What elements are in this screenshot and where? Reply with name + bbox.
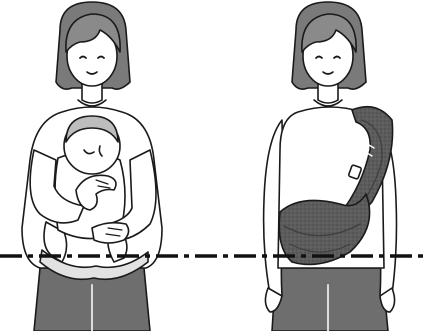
woman-with-sling xyxy=(264,2,397,331)
lower-hand xyxy=(92,223,129,243)
woman-holding-baby xyxy=(22,2,162,331)
pants xyxy=(272,268,388,331)
